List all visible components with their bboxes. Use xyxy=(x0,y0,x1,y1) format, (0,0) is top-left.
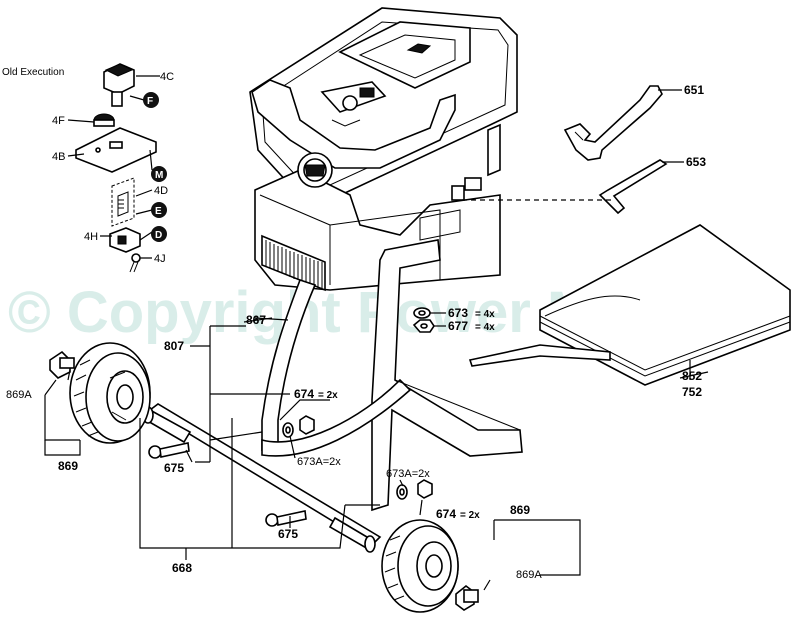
label-677: 677 xyxy=(448,319,468,333)
screw-4J xyxy=(129,253,141,273)
label-674-upper-qty: = 2x xyxy=(318,390,338,401)
spanner-651 xyxy=(563,85,663,161)
part-labels: 651 653 673 = 4x 677 = 4x 867 807 674 = … xyxy=(6,83,709,581)
label-675-upper: 675 xyxy=(164,461,184,475)
badge-M: M xyxy=(151,166,167,182)
badge-F: F xyxy=(143,92,159,108)
switch-4C xyxy=(103,63,135,107)
label-668: 668 xyxy=(172,561,192,575)
label-653: 653 xyxy=(686,155,706,169)
label-674-lower: 674 xyxy=(436,507,456,521)
left-wheel xyxy=(69,342,151,444)
label-651: 651 xyxy=(684,83,704,97)
badge-E: E xyxy=(151,202,167,218)
plate-4B xyxy=(75,127,157,173)
label-4H: 4H xyxy=(84,231,98,243)
badge-E-label: E xyxy=(155,206,162,217)
label-869A-right: 869A xyxy=(516,569,542,581)
hub-cap-left xyxy=(49,350,75,379)
grass-bag-752 xyxy=(468,224,791,386)
washer-673 xyxy=(413,307,431,319)
badge-D-label: D xyxy=(155,230,162,241)
label-4C: 4C xyxy=(160,71,174,83)
label-674-lower-qty: = 2x xyxy=(460,510,480,521)
label-674-upper: 674 xyxy=(294,387,314,401)
bolt-675-top xyxy=(148,442,190,459)
hub-cap-right xyxy=(455,584,479,611)
label-673A-upper: 673A=2x xyxy=(297,456,341,468)
label-869-right: 869 xyxy=(510,503,530,517)
nut-674-1 xyxy=(299,415,315,435)
clamp-4H xyxy=(109,227,141,253)
label-4F: 4F xyxy=(52,115,65,127)
label-4B: 4B xyxy=(52,151,65,163)
badge-F-label: F xyxy=(147,96,153,107)
washer-673A-1 xyxy=(282,422,294,438)
knob-4F xyxy=(93,113,115,127)
label-4D: 4D xyxy=(154,185,168,197)
stand-frame xyxy=(261,239,523,512)
right-wheel xyxy=(381,519,459,613)
badge-D: D xyxy=(151,226,167,242)
old-execution-inset: Old Execution xyxy=(2,63,174,273)
label-4J: 4J xyxy=(154,253,166,265)
label-869A-left: 869A xyxy=(6,389,32,401)
shredder-housing xyxy=(249,7,518,292)
capacitor-4D xyxy=(111,177,135,227)
leader-lines xyxy=(44,89,691,591)
label-677-qty: = 4x xyxy=(475,322,495,333)
washer-673A-2 xyxy=(396,484,408,500)
bolt-675-bottom xyxy=(265,510,307,527)
label-675-lower: 675 xyxy=(278,527,298,541)
hex-key-653 xyxy=(598,159,668,215)
label-752: 752 xyxy=(682,385,702,399)
label-869-left: 869 xyxy=(58,459,78,473)
label-673A-lower: 673A=2x xyxy=(386,468,430,480)
label-673-qty: = 4x xyxy=(475,309,495,320)
nut-674-2 xyxy=(417,479,433,499)
badge-M-label: M xyxy=(155,170,163,181)
label-807: 807 xyxy=(164,339,184,353)
label-673: 673 xyxy=(448,306,468,320)
section-title: Old Execution xyxy=(2,67,64,78)
